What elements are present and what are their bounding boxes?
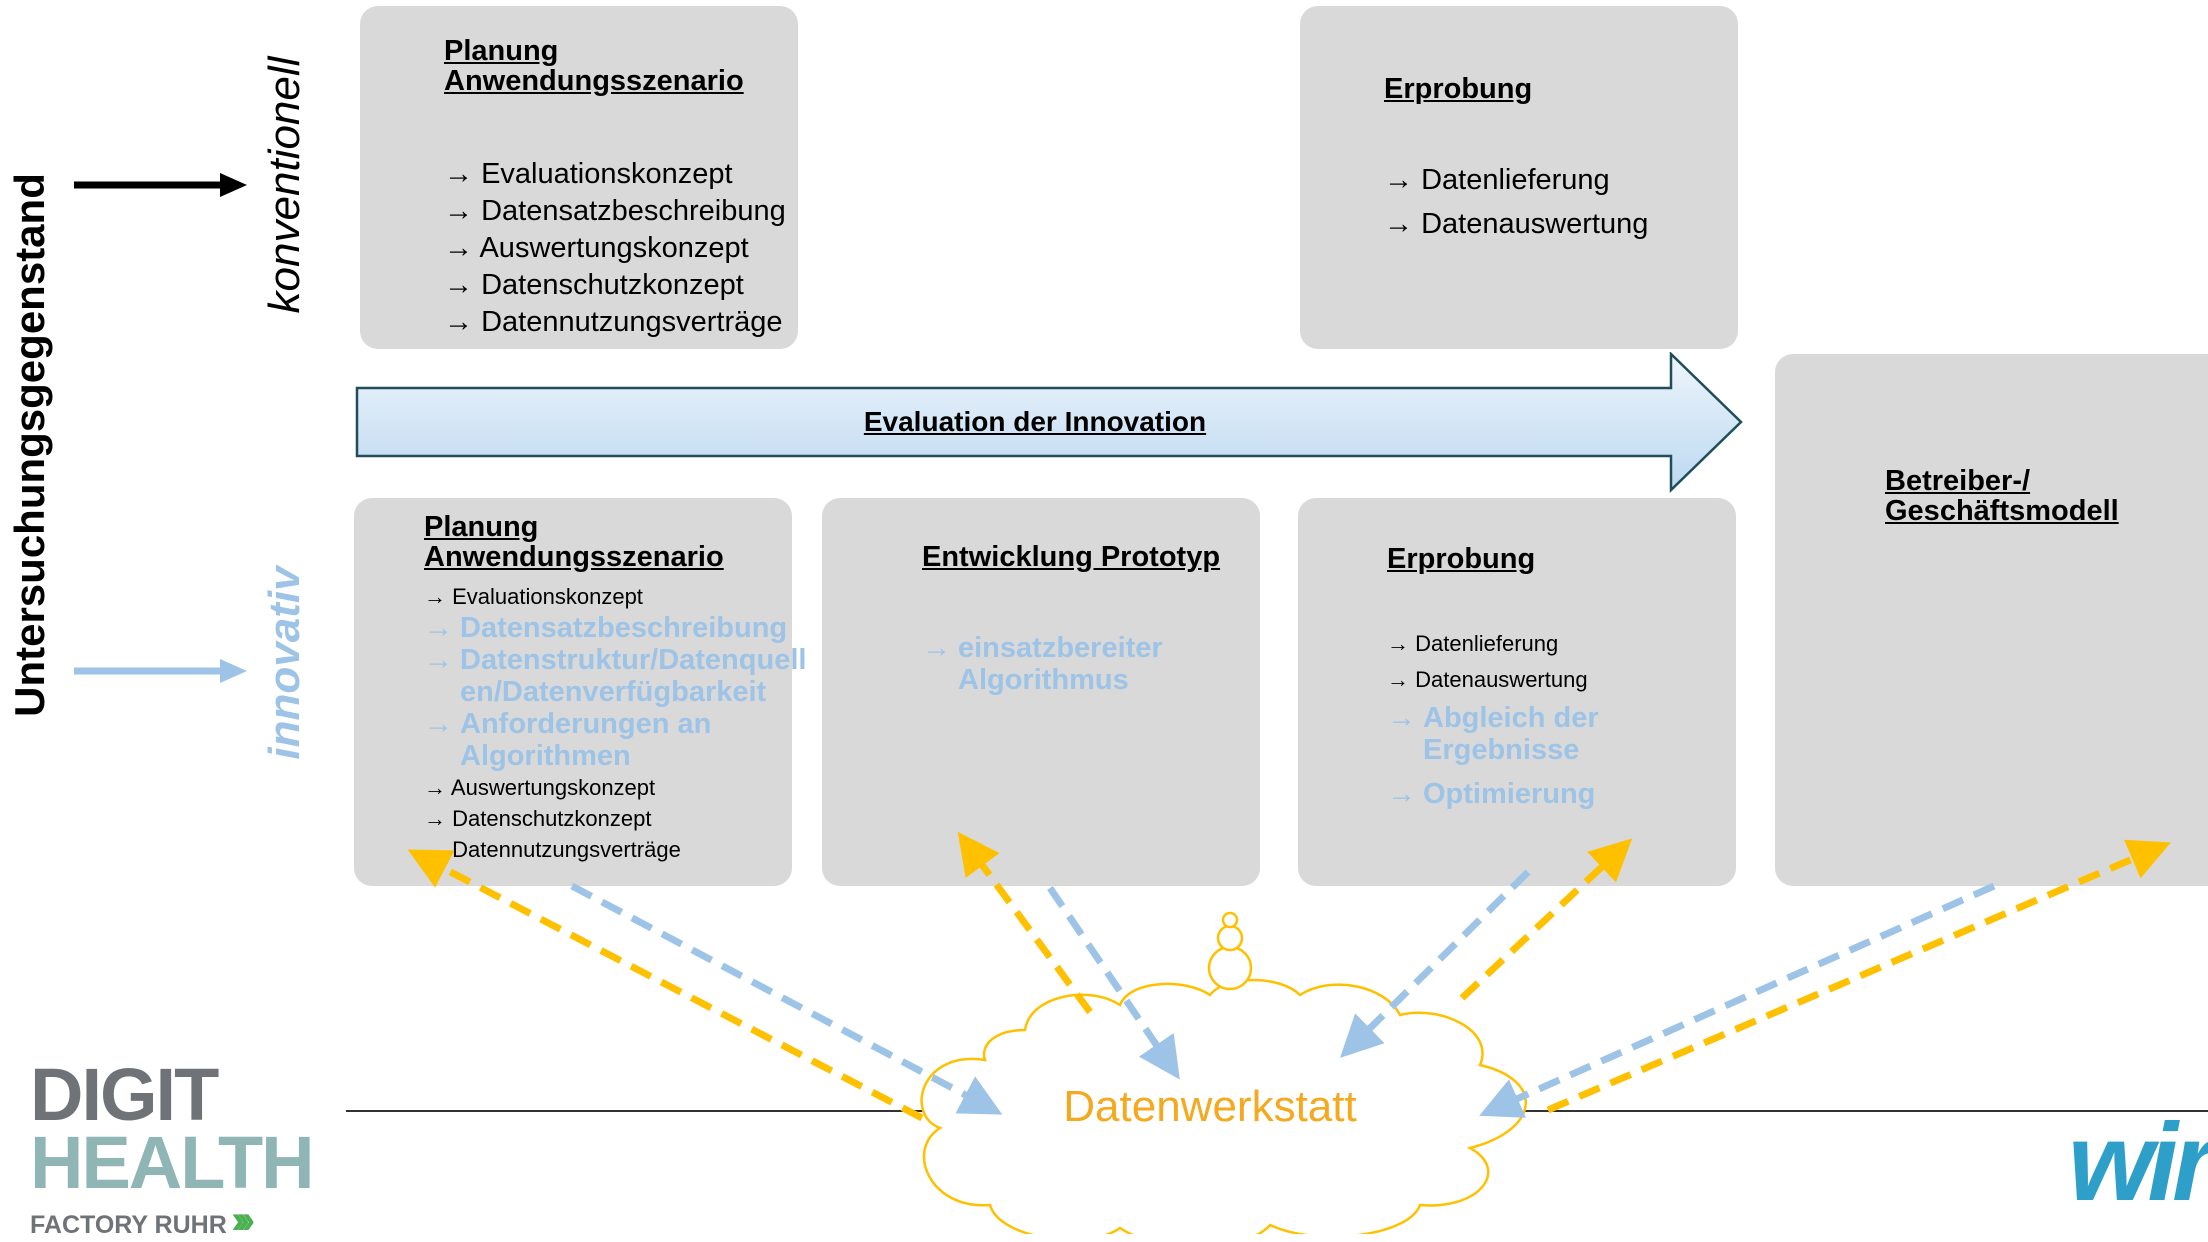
- list-item: → Datenschutzkonzept: [424, 806, 652, 831]
- orange-dashed-arrows: [407, 831, 2171, 1122]
- list-item-highlight: →Optimierung: [1387, 778, 1596, 810]
- partner-logo: wir: [2068, 1108, 2208, 1218]
- conventional-planning-box: Planung Anwendungsszenario → Evaluations…: [360, 6, 798, 349]
- prototype-title: Entwicklung Prototyp: [922, 541, 1221, 573]
- list-item: → Datenschutzkonzept: [444, 269, 744, 301]
- list-item-highlight: →Anforderungen an Algorithmen: [424, 708, 712, 772]
- business-model-box: Betreiber-/ Geschäftsmodell: [1775, 354, 2208, 886]
- list-item: → Datenlieferung: [1384, 164, 1610, 196]
- list-item-highlight: →einsatzbereiter Algorithmus: [922, 632, 1163, 696]
- conventional-row-arrow: [72, 170, 252, 205]
- conventional-planning-list: → Evaluationskonzept → Datensatzbeschrei…: [444, 156, 786, 341]
- blue-dashed-arrows: [570, 869, 1996, 1118]
- conventional-planning-title: Planung Anwendungsszenario: [444, 35, 744, 97]
- list-item: → Datenlieferung: [1387, 631, 1559, 656]
- evaluation-arrow-label: Evaluation der Innovation: [863, 406, 1207, 437]
- innovative-testing-title: Erprobung: [1387, 543, 1536, 575]
- list-item: → Evaluationskonzept: [444, 158, 733, 190]
- logo-line-health: HEALTH: [30, 1121, 315, 1204]
- innovative-testing-box: Erprobung → Datenlieferung → Datenauswer…: [1298, 498, 1736, 886]
- list-item-highlight: →Datensatzbeschreibung: [424, 612, 788, 644]
- conventional-testing-list: → Datenlieferung → Datenauswertung: [1384, 158, 1648, 246]
- list-item: → Datenauswertung: [1384, 208, 1649, 240]
- digit-health-logo: DIGIT HEALTH FACTORY RUHR ›››: [30, 1053, 315, 1242]
- datenwerkstatt-cloud: [920, 911, 1527, 1234]
- logo-line-digit: DIGIT: [30, 1053, 219, 1136]
- list-item: → Auswertungskonzept: [424, 775, 656, 800]
- list-item-highlight: →Datenstruktur/Datenquell en/Datenverfüg…: [424, 644, 807, 708]
- prototype-list: →einsatzbereiter Algorithmus: [922, 632, 1163, 696]
- innovative-row-arrow: [72, 656, 252, 691]
- logo-chevrons-icon: ›››: [231, 1198, 255, 1242]
- conventional-testing-box: Erprobung → Datenlieferung → Datenauswer…: [1300, 6, 1738, 349]
- list-item: → Datenauswertung: [1387, 667, 1588, 692]
- innovative-testing-list: → Datenlieferung → Datenauswertung →Abgl…: [1387, 626, 1599, 810]
- list-item: → Datennutzungsverträge: [444, 306, 783, 338]
- innovative-planning-title: Planung Anwendungsszenario: [424, 511, 724, 573]
- prototype-box: Entwicklung Prototyp →einsatzbereiter Al…: [822, 498, 1260, 886]
- innovative-planning-list: → Evaluationskonzept →Datensatzbeschreib…: [424, 582, 824, 865]
- list-item: → Evaluationskonzept: [424, 584, 643, 609]
- innovative-planning-box: Planung Anwendungsszenario → Evaluations…: [354, 498, 806, 886]
- list-item-highlight: →Abgleich der Ergebnisse: [1387, 702, 1599, 766]
- cloud-label: Datenwerkstatt: [1063, 1082, 1357, 1131]
- list-item: → Datensatzbeschreibung: [444, 195, 786, 227]
- conventional-testing-title: Erprobung: [1384, 73, 1533, 105]
- logo-line-factory: FACTORY RUHR: [30, 1211, 227, 1239]
- list-item: → Auswertungskonzept: [444, 232, 749, 264]
- business-model-title: Betreiber-/ Geschäftsmodell: [1885, 465, 2119, 527]
- evaluation-arrow: [355, 351, 1745, 499]
- list-item: → Datennutzungsverträge: [424, 837, 681, 862]
